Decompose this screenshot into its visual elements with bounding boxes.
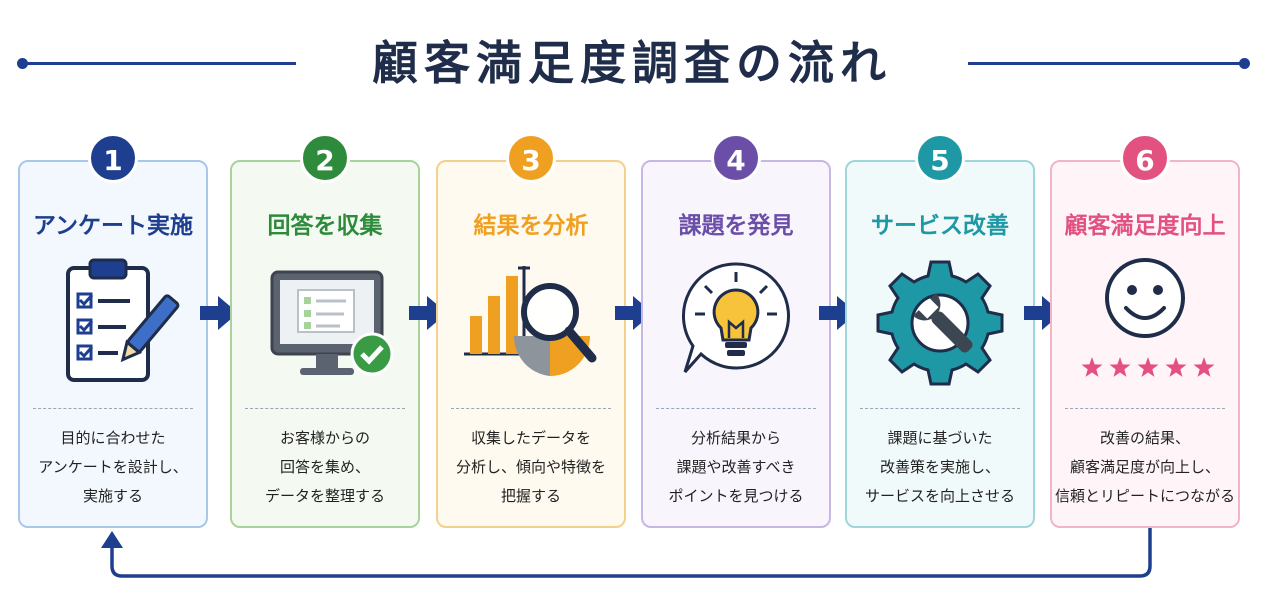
step-description-line: 把握する xyxy=(500,487,561,505)
step-description-line: 課題や改善すべき xyxy=(676,458,796,476)
clipboard-checklist-icon xyxy=(38,250,188,390)
step-description-line: 顧客満足度が向上し、 xyxy=(1069,458,1220,476)
monitor-check-icon xyxy=(250,250,400,390)
step-description-line: 課題に基づいた xyxy=(887,429,993,447)
step-number-badge: 5 xyxy=(915,133,965,183)
step-description-line: 信頼とリピートにつながる xyxy=(1054,487,1235,505)
smiley-stars-icon xyxy=(1070,250,1220,390)
next-step-arrow-icon xyxy=(200,296,238,330)
step-description-line: ポイントを見つける xyxy=(668,487,804,505)
step-divider xyxy=(451,408,611,409)
step-number-badge: 4 xyxy=(711,133,761,183)
step-description-line: サービスを向上させる xyxy=(864,487,1015,505)
step-description: 課題に基づいた改善策を実施し、サービスを向上させる xyxy=(845,424,1035,511)
step-title: 結果を分析 xyxy=(473,213,589,239)
step-divider xyxy=(656,408,816,409)
step-description: 改善の結果、顧客満足度が向上し、信頼とリピートにつながる xyxy=(1050,424,1240,511)
step-description-line: 収集したデータを xyxy=(470,429,591,447)
step-number-badge: 1 xyxy=(88,133,138,183)
step-description: 収集したデータを分析し、傾向や特徴を把握する xyxy=(436,424,626,511)
step-description-line: 目的に合わせた xyxy=(60,429,166,447)
title-row: 顧客満足度調査の流れ xyxy=(0,28,1266,98)
step-description-line: 改善策を実施し、 xyxy=(879,458,1000,476)
step-title: 回答を収集 xyxy=(267,213,383,239)
next-step-arrow-icon xyxy=(1023,296,1062,330)
lightbulb-bubble-icon xyxy=(661,250,811,390)
step-description-line: 分析結果から xyxy=(690,429,781,447)
gear-wrench-icon xyxy=(865,250,1015,390)
step-description-line: 実施する xyxy=(82,487,143,505)
step-description-line: お客様からの xyxy=(279,429,370,447)
page-title: 顧客満足度調査の流れ xyxy=(372,36,892,90)
step-title: アンケート実施 xyxy=(32,213,194,239)
step-description-line: 回答を集め、 xyxy=(279,458,370,476)
step-description-line: データを整理する xyxy=(264,487,385,505)
step-description: 分析結果から課題や改善すべきポイントを見つける xyxy=(641,424,831,511)
step-number-badge: 2 xyxy=(300,133,350,183)
step-divider xyxy=(860,408,1020,409)
step-description: お客様からの回答を集め、データを整理する xyxy=(230,424,420,511)
step-description-line: アンケートを設計し、 xyxy=(38,458,188,476)
step-description-line: 改善の結果、 xyxy=(1099,429,1190,447)
step-divider xyxy=(245,408,405,409)
step-title: サービス改善 xyxy=(871,213,1009,239)
step-divider xyxy=(1065,408,1225,409)
step-card-6 xyxy=(1050,160,1240,528)
next-step-arrow-icon xyxy=(819,296,857,330)
step-description-line: 分析し、傾向や特徴を xyxy=(455,458,606,476)
step-description: 目的に合わせたアンケートを設計し、実施する xyxy=(18,424,208,511)
step-divider xyxy=(33,408,193,409)
title-line-right xyxy=(968,62,1244,65)
chart-magnifier-icon xyxy=(456,250,606,390)
title-line-left xyxy=(22,62,296,65)
step-title: 課題を発見 xyxy=(678,213,794,239)
step-title: 顧客満足度向上 xyxy=(1064,213,1226,239)
step-number-badge: 6 xyxy=(1120,133,1170,183)
step-number-badge: 3 xyxy=(506,133,556,183)
title-dot-right xyxy=(1239,58,1250,69)
next-step-arrow-icon xyxy=(614,296,653,330)
next-step-arrow-icon xyxy=(409,296,447,330)
